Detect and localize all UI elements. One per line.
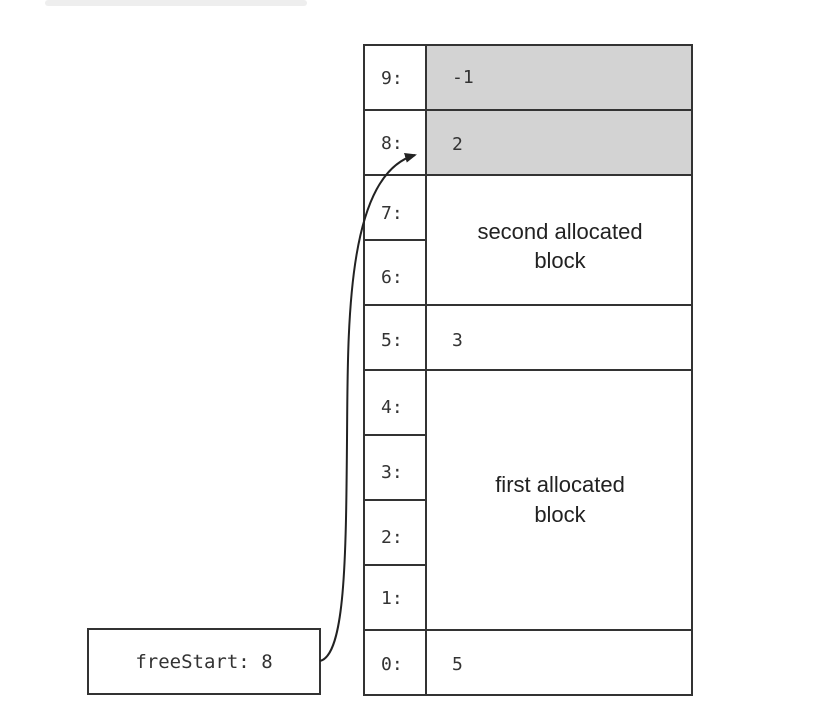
top-shadow-artifact <box>45 0 307 6</box>
cell-value-0: 5 <box>452 654 463 675</box>
free-start-label: freeStart: 8 <box>135 651 272 673</box>
second-block-label-line1: second allocated <box>477 219 642 244</box>
first-block-label-line1: first allocated <box>495 472 625 497</box>
index-label-8: 8: <box>381 133 403 154</box>
cell-value-9: -1 <box>452 67 474 88</box>
free-start-box <box>87 628 321 695</box>
index-label-4: 4: <box>381 397 403 418</box>
index-label-1: 1: <box>381 588 403 609</box>
index-label-3: 3: <box>381 462 403 483</box>
index-label-9: 9: <box>381 68 403 89</box>
cell-value-8: 2 <box>452 134 463 155</box>
index-label-6: 6: <box>381 267 403 288</box>
index-label-2: 2: <box>381 527 403 548</box>
free-cell-9-fill <box>426 45 692 110</box>
value-row-lines <box>426 109 692 631</box>
index-label-5: 5: <box>381 330 403 351</box>
free-start-arrow <box>319 152 417 662</box>
second-block-label-line2: block <box>534 248 586 273</box>
index-label-0: 0: <box>381 654 403 675</box>
block-labels: second allocated block first allocated b… <box>477 219 642 527</box>
first-block-label-line2: block <box>534 502 586 527</box>
cell-value-5: 3 <box>452 330 463 351</box>
cell-values: -1 2 3 5 <box>452 67 474 675</box>
index-labels: 9: 8: 7: 6: 5: 4: 3: 2: 1: 0: <box>381 68 403 675</box>
index-label-7: 7: <box>381 203 403 224</box>
free-cell-8-fill <box>426 110 692 175</box>
index-row-lines <box>364 109 426 631</box>
